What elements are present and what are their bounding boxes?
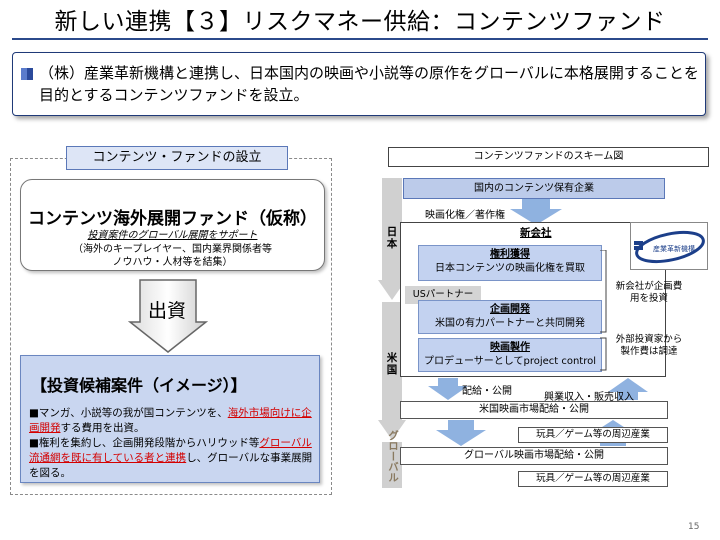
us-market-box: 米国映画市場配給・公開 bbox=[400, 401, 668, 419]
new-company-label: 新会社 bbox=[520, 227, 552, 239]
region-global: グローバル bbox=[387, 430, 399, 483]
rights-label: 映画化権／著作権 bbox=[425, 210, 505, 221]
bullet-icon bbox=[21, 68, 33, 80]
distribution-label: 配給・公開 bbox=[462, 386, 512, 397]
candidate-item-1-text: ■マンガ、小説等の我が国コンテンツを、 bbox=[29, 407, 228, 419]
bracket-icon bbox=[600, 250, 607, 371]
candidate-item-1-tail: する費用を出資。 bbox=[60, 422, 145, 434]
planning-title: 企画開発 bbox=[490, 304, 530, 315]
revenue-label: 興業収入・販売収入 bbox=[544, 392, 634, 403]
candidate-item-1-highlight: 海外市場向けに企画開発 bbox=[29, 407, 312, 434]
candidate-item-2-text: ■権利を集約し、企画開発段階からハリウッド等 bbox=[29, 437, 260, 449]
merch-box-1: 玩具／ゲーム等の周辺産業 bbox=[518, 427, 668, 443]
fund-subtitle: 投資案件のグローバル展開をサポート bbox=[87, 230, 258, 241]
page-number: 15 bbox=[688, 522, 700, 532]
global-flow-arrow-icon bbox=[436, 420, 486, 446]
page-title: 新しい連携【３】リスクマネー供給：コンテンツファンド bbox=[54, 9, 666, 35]
note-upper: 新会社が企画費用を投資 bbox=[615, 281, 683, 304]
timeline-arrow-icon bbox=[378, 178, 406, 488]
planning-body: 米国の有力パートナーと共同開発 bbox=[435, 318, 585, 329]
investment-label: 出資 bbox=[147, 300, 186, 322]
candidates-box: 【投資候補案件（イメージ）】 ■マンガ、小説等の我が国コンテンツを、海外市場向け… bbox=[20, 355, 320, 483]
intro-text: （株）産業革新機構と連携し、日本国内の映画や小説等の原作をグローバルに本格展開す… bbox=[39, 64, 699, 104]
logo-box: 産業革新機構 bbox=[630, 222, 708, 270]
candidates-title: 【投資候補案件（イメージ）】 bbox=[31, 376, 247, 395]
planning-box: 企画開発 米国の有力パートナーと共同開発 bbox=[418, 300, 602, 334]
merch-box-2: 玩具／ゲーム等の周辺産業 bbox=[518, 471, 668, 487]
rights-flow-arrow-icon bbox=[510, 199, 562, 225]
incj-logo-icon: 産業革新機構 bbox=[634, 230, 705, 264]
region-japan: 日本 bbox=[386, 226, 398, 250]
fund-setup-header: コンテンツ・ファンドの設立 bbox=[66, 146, 288, 170]
us-partner-tag: USパートナー bbox=[405, 286, 481, 304]
candidate-item-1: ■マンガ、小説等の我が国コンテンツを、海外市場向けに企画開発する費用を出資。 bbox=[29, 406, 315, 436]
candidate-item-2: ■権利を集約し、企画開発段階からハリウッド等グローバル流通網を既に有している者と… bbox=[29, 436, 319, 481]
logo-text: 産業革新機構 bbox=[653, 244, 695, 253]
revenue-arrow-icon bbox=[608, 378, 648, 400]
global-market-box: グローバル映画市場配給・公開 bbox=[400, 447, 668, 465]
fund-note-line2: ノウハウ・人材等を結集） bbox=[112, 257, 233, 268]
rights-acquisition-title: 権利獲得 bbox=[490, 249, 530, 260]
rights-acquisition-body: 日本コンテンツの映画化権を買取 bbox=[435, 263, 585, 274]
candidate-item-2-highlight: グローバル流通網を既に有している者と連携 bbox=[29, 437, 312, 464]
domestic-company-box: 国内のコンテンツ保有企業 bbox=[403, 178, 665, 199]
title-divider bbox=[12, 38, 708, 40]
fund-box: コンテンツ海外展開ファンド（仮称） 投資案件のグローバル展開をサポート （海外の… bbox=[20, 179, 325, 271]
note-lower: 外部投資家から製作費は調達 bbox=[615, 334, 683, 357]
intro-box: （株）産業革新機構と連携し、日本国内の映画や小説等の原作をグローバルに本格展開す… bbox=[12, 52, 706, 116]
candidate-item-2-tail: し、グローバルな事業展開を図る。 bbox=[29, 452, 313, 479]
fund-note-line1: （海外のキープレイヤー、国内業界関係者等 bbox=[73, 244, 272, 255]
rights-acquisition-box: 権利獲得 日本コンテンツの映画化権を買取 bbox=[418, 245, 602, 281]
investment-arrow-icon bbox=[128, 279, 208, 353]
production-box: 映画製作 プロデューサーとしてproject control bbox=[418, 338, 602, 372]
production-title: 映画製作 bbox=[490, 342, 530, 353]
distribution-arrow-icon bbox=[428, 378, 468, 400]
production-body: プロデューサーとしてproject control bbox=[423, 356, 597, 367]
scheme-title: コンテンツファンドのスキーム図 bbox=[388, 147, 709, 167]
fund-title: コンテンツ海外展開ファンド（仮称） bbox=[28, 209, 317, 229]
region-us: 米国 bbox=[386, 352, 398, 376]
